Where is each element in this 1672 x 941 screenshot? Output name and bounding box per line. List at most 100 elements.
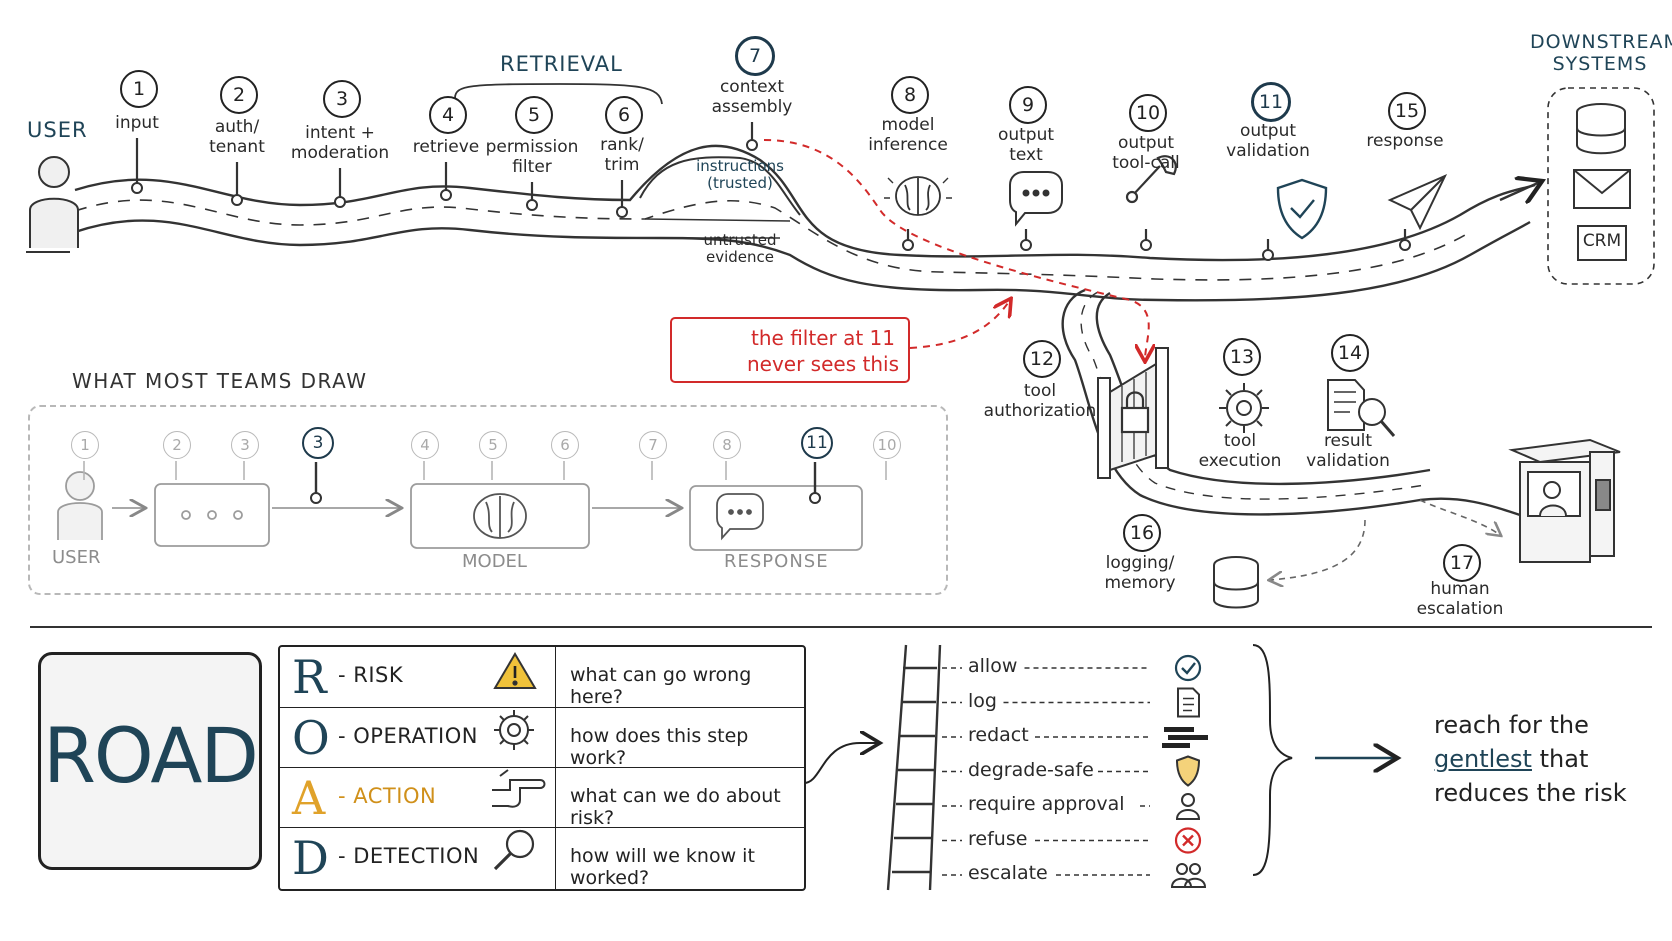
- step-4-label: retrieve: [412, 137, 480, 157]
- teams-marker-6: 6: [551, 431, 579, 459]
- teams-response-label: RESPONSE: [724, 551, 829, 572]
- teams-model-label: MODEL: [462, 551, 527, 572]
- step-2-label: auth/ tenant: [209, 117, 265, 157]
- ladder-item-redact: redact: [968, 724, 1029, 746]
- teams-marker-3: 3: [302, 427, 334, 459]
- step-6-number: 6: [605, 96, 643, 134]
- teams-user-icon: [57, 471, 103, 540]
- downstream-box: [1547, 87, 1655, 285]
- ladder-item-allow: allow: [968, 655, 1018, 677]
- ladder-item-require-approval: require approval: [968, 793, 1125, 815]
- step-2-number: 2: [220, 76, 258, 114]
- step-10-label: output tool-call: [1112, 133, 1180, 173]
- step-7-number: 7: [735, 36, 775, 76]
- step-1-label: input: [115, 113, 159, 133]
- warning-callout: the filter at 11 never sees this: [670, 317, 910, 383]
- ladder-icon: [886, 644, 942, 891]
- gear-icon: [1219, 383, 1269, 433]
- step-3-label: intent + moderation: [290, 123, 390, 163]
- pin-head: [334, 196, 346, 208]
- mail-icon: [1573, 169, 1631, 209]
- booth-icon: [1508, 438, 1621, 563]
- retrieval-bracket: [454, 83, 663, 105]
- teams-marker-5: 5: [479, 431, 507, 459]
- road-row-operation: O - OPERATION how does this step work?: [280, 707, 804, 769]
- step-14-number: 14: [1331, 334, 1369, 372]
- step-10-number: 10: [1129, 94, 1167, 132]
- teams-marker-11: 11: [801, 427, 833, 459]
- step-16-label: logging/ memory: [1104, 553, 1176, 593]
- teams-pins: [83, 461, 887, 504]
- road-word: - OPERATION: [338, 724, 478, 748]
- teams-brain-icon: [473, 493, 527, 539]
- lane-untrusted-label: untrusted evidence: [703, 231, 777, 267]
- teams-pin-head: [809, 492, 821, 504]
- road-question: how does this step work?: [570, 725, 749, 769]
- shield-icon: [1175, 755, 1201, 787]
- paper-plane-icon: [1387, 174, 1448, 231]
- pin-head: [131, 182, 143, 194]
- teams-model-box: [410, 483, 590, 549]
- road-table: R - RISK what can go wrong here? O - OPE…: [278, 645, 806, 891]
- road-letter: D: [292, 831, 329, 885]
- x-circle-icon: [1174, 827, 1202, 854]
- teams-pin-head: [310, 492, 322, 504]
- shield-check-icon: [1276, 178, 1328, 240]
- pin-head: [746, 139, 758, 151]
- ladder-item-escalate: escalate: [968, 862, 1048, 884]
- step-5-label: permission filter: [485, 137, 579, 177]
- pin-head: [902, 239, 914, 251]
- road-word: - DETECTION: [338, 844, 480, 868]
- step-9-label: output text: [997, 125, 1055, 165]
- pin-head: [616, 206, 628, 218]
- road-sign: ROAD: [38, 652, 262, 870]
- road-question: what can we do about risk?: [570, 785, 781, 829]
- teams-marker-10: 10: [873, 431, 901, 459]
- road-pins: [131, 122, 1411, 261]
- step-5-number: 5: [515, 96, 553, 134]
- teams-title: WHAT MOST TEAMS DRAW: [72, 369, 368, 393]
- doc-search-icon: [1327, 379, 1396, 437]
- gate-lock-icon: [1097, 347, 1169, 479]
- ladder-item-refuse: refuse: [968, 827, 1028, 850]
- warning-arrow: [909, 300, 1010, 349]
- step-17-number: 17: [1443, 544, 1481, 582]
- logging-database-icon: [1213, 556, 1259, 609]
- road-sign-text: ROAD: [43, 711, 259, 800]
- log-arrow: [1270, 519, 1366, 580]
- step-16-number: 16: [1123, 514, 1161, 552]
- pin-head: [1020, 239, 1032, 251]
- pin-head: [1262, 249, 1274, 261]
- untrusted-flow-arrow: [763, 139, 1149, 360]
- teams-marker-8: 8: [713, 431, 741, 459]
- teams-middle-box: [154, 483, 270, 547]
- road-word: - RISK: [338, 663, 404, 687]
- pointing-hand-icon: [492, 769, 546, 808]
- magnifier-icon: [493, 829, 535, 871]
- step-15-label: response: [1366, 131, 1444, 151]
- step-13-number: 13: [1223, 338, 1261, 376]
- people-icon: [1170, 863, 1207, 888]
- step-1-number: 1: [120, 70, 158, 108]
- step-11-label: output validation: [1226, 121, 1310, 161]
- step-4-number: 4: [429, 96, 467, 134]
- pin-head: [440, 189, 452, 201]
- step-15-number: 15: [1388, 92, 1426, 130]
- step-11-number: 11: [1251, 82, 1291, 122]
- ladder-brace: [1252, 644, 1293, 876]
- pin-head: [1399, 239, 1411, 251]
- ladder-item-degrade-safe: degrade-safe: [968, 758, 1094, 781]
- teams-user-label: USER: [52, 547, 101, 568]
- pin-head: [526, 199, 538, 211]
- teams-marker-4: 4: [411, 431, 439, 459]
- teams-marker-1: 1: [71, 431, 99, 459]
- escalate-arrow: [1419, 499, 1500, 535]
- lane-trusted-label: instructions (trusted): [696, 157, 784, 193]
- step-17-label: human escalation: [1416, 579, 1504, 619]
- pin-head: [1140, 239, 1152, 251]
- table-to-ladder-arrow: [803, 743, 878, 784]
- user-label: USER: [27, 118, 88, 142]
- step-12-label: tool authorization: [983, 381, 1097, 421]
